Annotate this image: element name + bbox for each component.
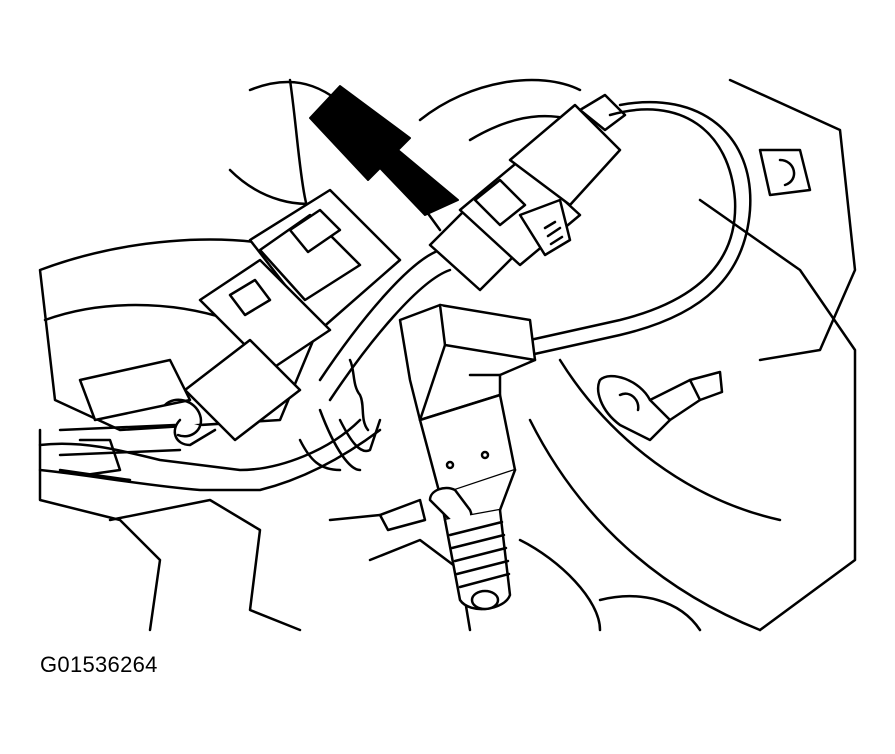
harness-connector-left [173,188,402,447]
sensor-wire-loop [528,100,752,357]
mounting-bolt [596,370,724,442]
sensor-connector [428,93,627,292]
hose-clamp [58,398,203,457]
sensor-connector-illustration [38,78,857,632]
figure-code: G01536264 [40,652,158,677]
pointer-arrow [309,85,459,216]
engine-casting-lower [328,513,702,632]
engine-casting-right [528,78,857,632]
pigtail-wire [318,248,452,472]
sensor-bracket [398,303,537,422]
wiring-loom-left [38,358,382,492]
sensor-stud [378,393,517,611]
